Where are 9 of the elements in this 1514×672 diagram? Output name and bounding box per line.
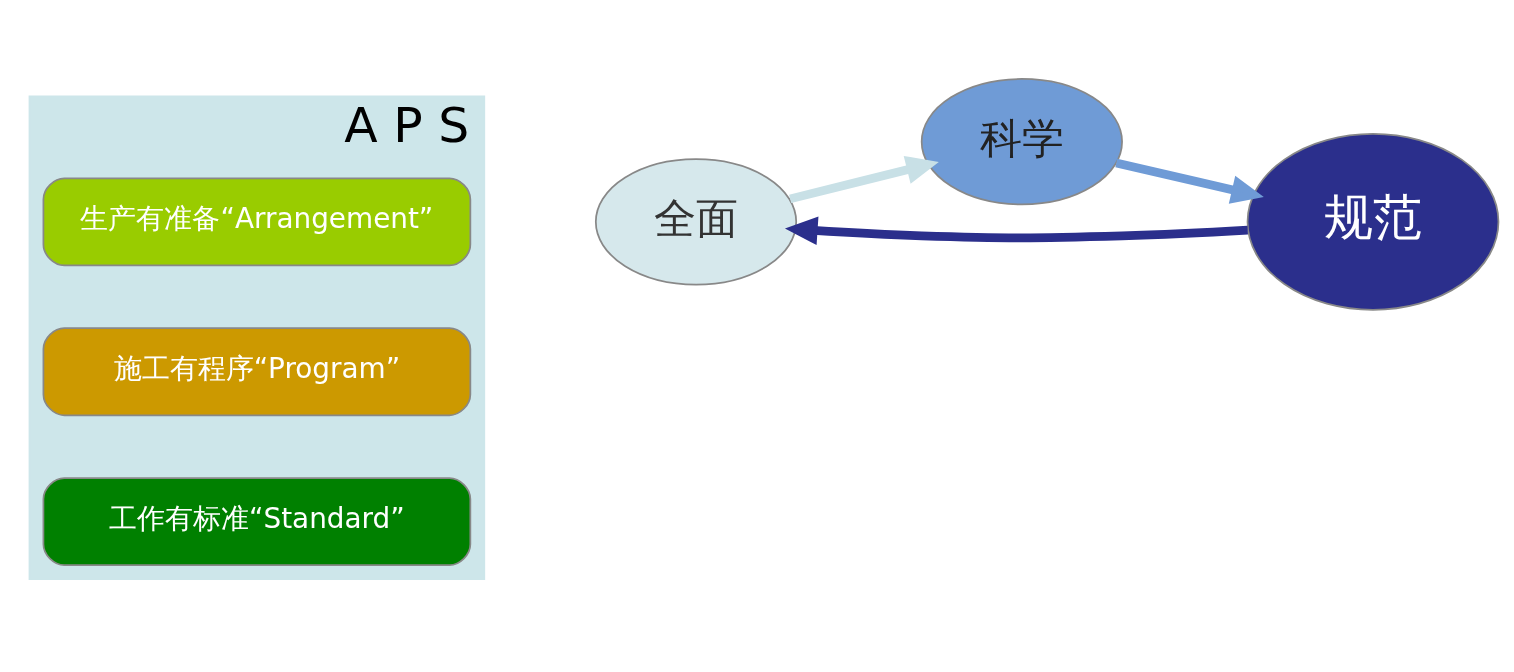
arrow bbox=[784, 216, 1248, 245]
node-box: 工作有标准“Standard” bbox=[42, 477, 472, 566]
arrow bbox=[1115, 158, 1264, 204]
node-ellipse: 规范 bbox=[1246, 133, 1500, 311]
node-box: 生产有准备“Arrangement” bbox=[42, 177, 472, 267]
node-ellipse: 科学 bbox=[920, 78, 1123, 206]
node-box: 施工有程序“Program” bbox=[42, 327, 472, 417]
node-ellipse: 全面 bbox=[594, 158, 798, 286]
arrow bbox=[789, 155, 939, 204]
